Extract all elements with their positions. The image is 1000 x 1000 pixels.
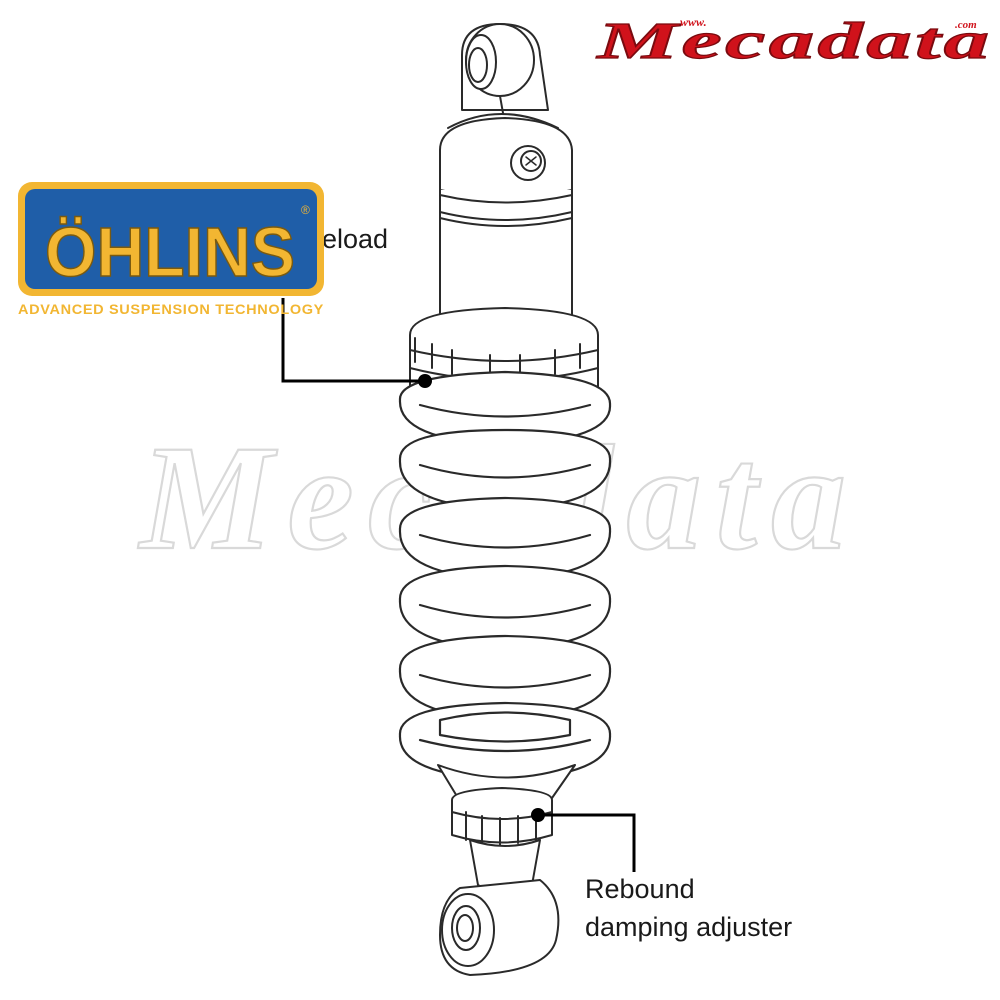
shock-absorber — [398, 23, 612, 976]
ohlins-tagline: ADVANCED SUSPENSION TECHNOLOGY — [18, 302, 324, 317]
bottom-eye-mount — [439, 879, 560, 976]
registered-mark: ® — [301, 203, 310, 217]
ohlins-logo: ÖHLINS ® ADVANCED SUSPENSION TECHNOLOGY — [18, 182, 324, 317]
leader-lines — [281, 298, 636, 872]
top-eye-mount — [447, 23, 559, 131]
rebound-label-line2: damping adjuster — [585, 912, 792, 942]
preload-marker-dot — [418, 374, 432, 388]
coil-spring — [398, 370, 612, 782]
preload-label: eload — [322, 224, 388, 254]
mecadata-suffix: .com — [955, 19, 977, 31]
ohlins-logo-panel — [25, 189, 317, 289]
mecadata-logo: Mecadata www. .com — [595, 12, 993, 70]
rebound-label-line1: Rebound — [585, 874, 695, 904]
mecadata-prefix: www. — [680, 15, 707, 29]
preload-leader-line — [281, 298, 425, 383]
mecadata-wordmark: Mecadata — [596, 13, 993, 70]
rebound-marker-dot — [531, 808, 545, 822]
rebound-leader-line — [538, 813, 636, 872]
ohlins-wordmark: ÖHLINS — [45, 213, 295, 291]
